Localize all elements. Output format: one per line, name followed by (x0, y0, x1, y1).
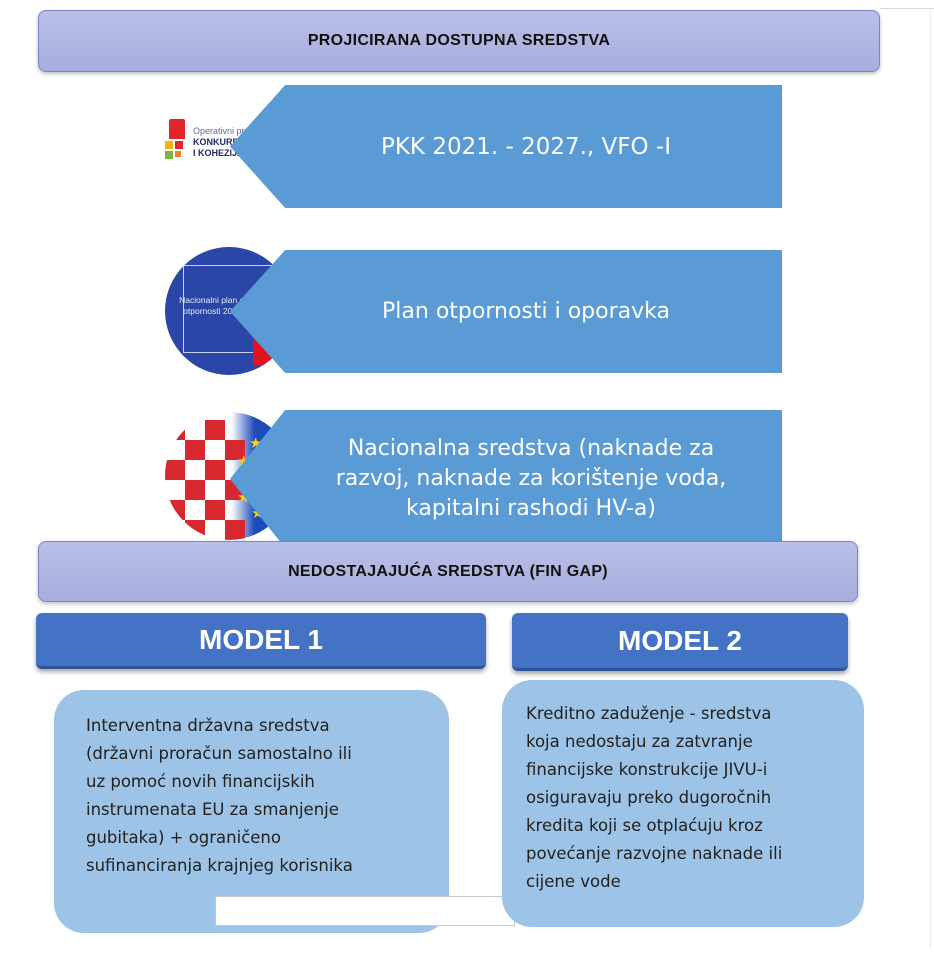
model1-line: sufinanciranja krajnjeg korisnika (86, 856, 353, 875)
source-arrow-national: Nacionalna sredstva (naknade za razvoj, … (230, 410, 782, 548)
source-arrow-npoo: Plan otpornosti i oporavka (230, 250, 782, 373)
model1-line: (državni proračun samostalno ili (86, 744, 352, 763)
model2-line: cijene vode (526, 872, 621, 891)
opk-logo: Operativni prog KONKURENTNO I KOHEZIJA (165, 112, 290, 172)
opk-logo-text: Operativni prog KONKURENTNO I KOHEZIJA (193, 126, 264, 159)
npoo-logo-text: Nacionalni plan oporavka i otpornosti 20… (179, 295, 279, 316)
model2-title: MODEL 2 (618, 624, 742, 656)
opk-logo-icon (165, 119, 187, 165)
available-funds-banner: PROJICIRANA DOSTUPNA SREDSTVA (38, 10, 880, 72)
fin-gap-label: NEDOSTAJAJUĆA SREDSTVA (FIN GAP) (288, 562, 608, 580)
fin-gap-banner: NEDOSTAJAJUĆA SREDSTVA (FIN GAP) (38, 541, 858, 602)
opk-logo-line3: I KOHEZIJA (193, 147, 244, 158)
model1-description-box: Interventna državna sredstva (državni pr… (54, 690, 449, 933)
model1-line: gubitaka) + ograničeno (86, 828, 281, 847)
source-label-national: Nacionalna sredstva (naknade za razvoj, … (335, 436, 727, 521)
model2-line: kredita koji se otplaćuju kroz (526, 816, 763, 835)
model2-description-box: Kreditno zaduženje - sredstva koja nedos… (502, 680, 864, 927)
model1-header: MODEL 1 (36, 613, 486, 669)
opk-logo-line1: Operativni prog (193, 125, 255, 136)
model1-line: instrumenata EU za smanjenje (86, 800, 339, 819)
opk-logo-line2: KONKURENTNO (193, 136, 264, 147)
model1-line: Interventna državna sredstva (86, 716, 330, 735)
model2-header: MODEL 2 (512, 613, 848, 671)
blank-text-box (215, 896, 515, 926)
source-label-pkk: PKK 2021. - 2027., VFO -I (380, 133, 672, 160)
model2-line: povećanje razvojne naknade ili (526, 844, 783, 863)
available-funds-label: PROJICIRANA DOSTUPNA SREDSTVA (307, 32, 611, 49)
model2-line: Kreditno zaduženje - sredstva (526, 704, 772, 723)
model2-line: koja nedostaju za zatvranje (526, 732, 753, 751)
model2-line: osiguravaju preko dugoročnih (526, 788, 772, 807)
model2-line: financijske konstrukcije JIVU-i (526, 760, 768, 779)
model1-title: MODEL 1 (199, 623, 323, 655)
source-label-npoo: Plan otpornosti i oporavka (382, 299, 670, 324)
model1-line: uz pomoć novih financijskih (86, 772, 315, 791)
source-arrow-pkk: PKK 2021. - 2027., VFO -I (230, 85, 782, 208)
page-edge-line (880, 8, 934, 9)
page-edge-line-vertical (930, 8, 931, 948)
